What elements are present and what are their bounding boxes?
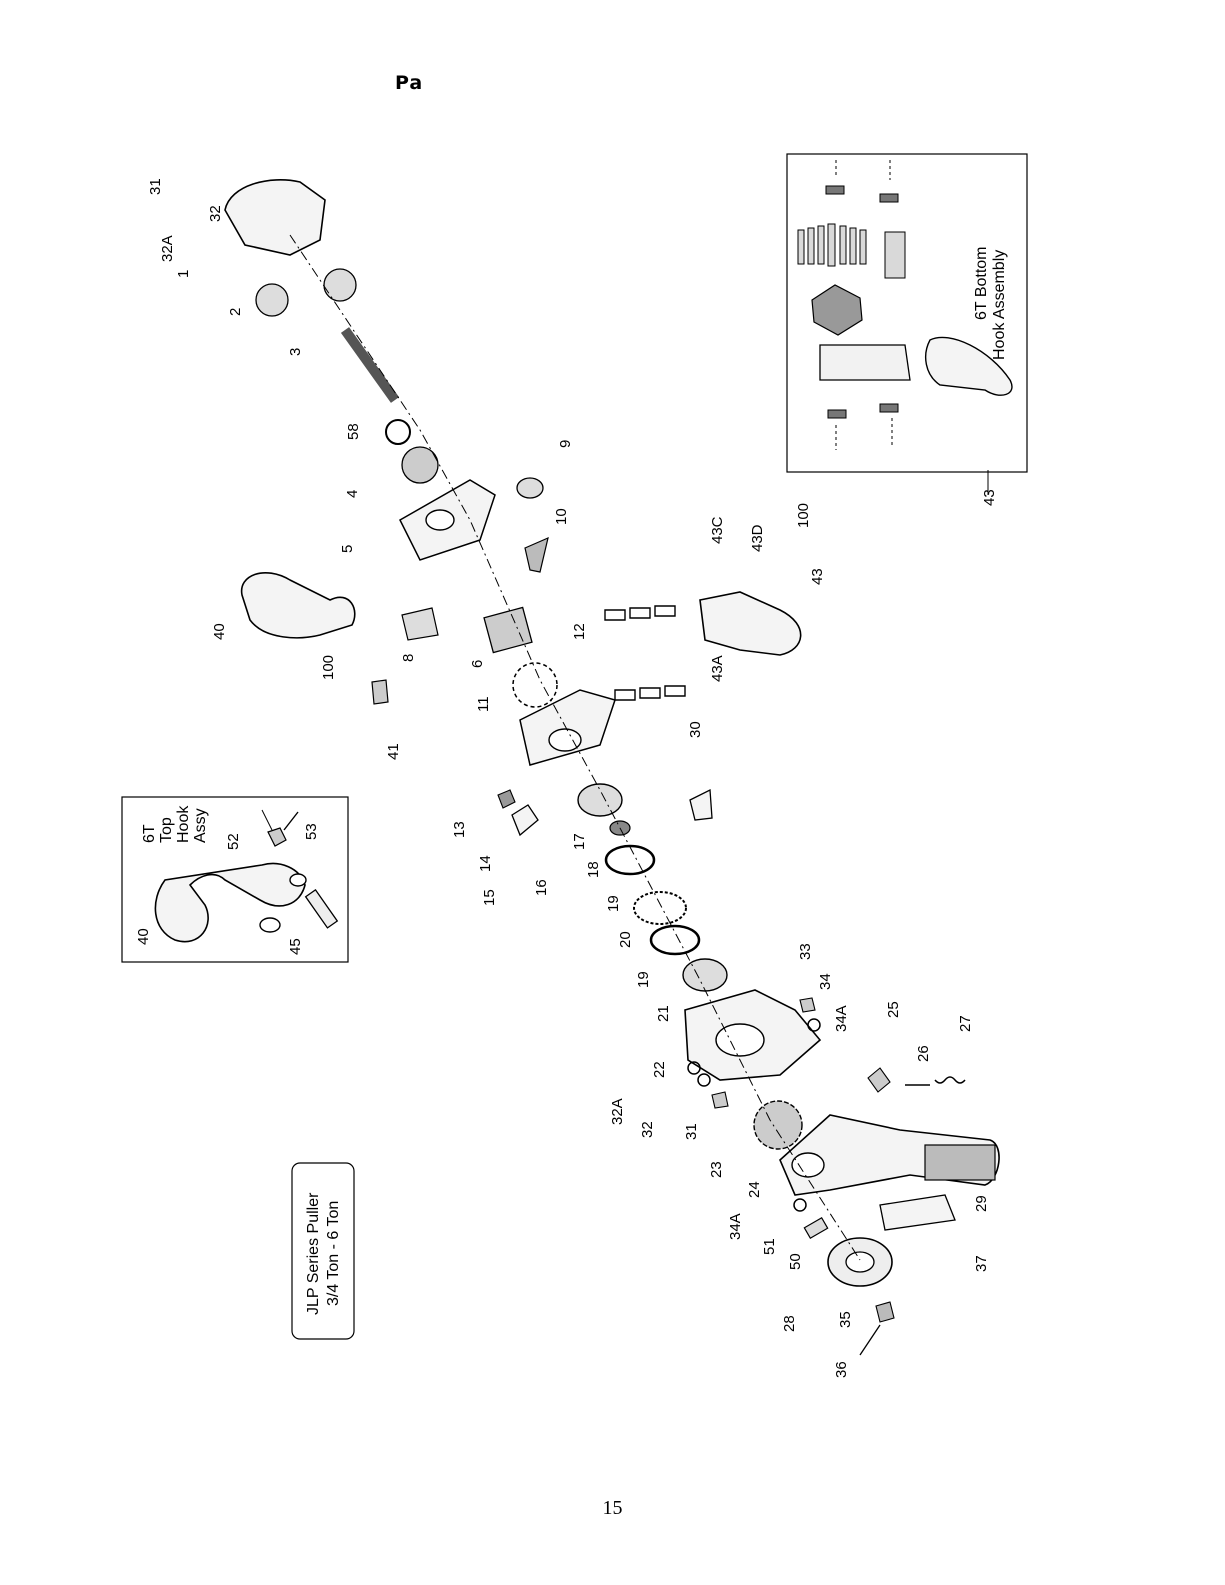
callout-label: 8 (400, 654, 417, 662)
bottom-hook-title-line-1: 6T Bottom (973, 246, 990, 320)
page-number: 15 (0, 1497, 1225, 1520)
callout-label: 17 (571, 833, 588, 850)
callout-label: 29 (973, 1195, 990, 1212)
callout-label: 51 (761, 1238, 778, 1255)
callout-label: 53 (303, 823, 320, 840)
callout-label: 19 (635, 971, 652, 988)
callout-label: 34A (727, 1213, 744, 1240)
callout-label: 100 (795, 503, 812, 528)
callout-label: 10 (553, 508, 570, 525)
callout-label: 27 (957, 1015, 974, 1032)
callout-label: 50 (787, 1253, 804, 1270)
callout-label: 5 (339, 545, 356, 553)
callout-label: 15 (481, 889, 498, 906)
callout-label: 30 (687, 721, 704, 738)
callout-label: 23 (708, 1161, 725, 1178)
series-box: JLP Series Puller 3/4 Ton - 6 Ton (292, 1163, 354, 1339)
series-line-2: 3/4 Ton - 6 Ton (325, 1201, 342, 1306)
callout-label: 34A (833, 1005, 850, 1032)
callout-label: 43C (709, 516, 726, 544)
callout-label: 13 (451, 821, 468, 838)
callout-label: 31 (147, 178, 164, 195)
callout-label: 36 (833, 1361, 850, 1378)
top-hook-inset: 6T Top Hook Assy (122, 797, 348, 962)
callout-label: 100 (320, 655, 337, 680)
callout-label: 20 (617, 931, 634, 948)
callout-label: 19 (605, 895, 622, 912)
callout-label: 4 (344, 490, 361, 498)
callout-label: 6 (469, 660, 486, 668)
callout-label: 43 (809, 568, 826, 585)
callout-label: 33 (797, 943, 814, 960)
callout-label: 25 (885, 1001, 902, 1018)
callout-label: 16 (533, 879, 550, 896)
callout-label: 1 (175, 270, 192, 278)
callout-label: 28 (781, 1315, 798, 1332)
callout-label: 12 (571, 623, 588, 640)
callout-label: 14 (477, 855, 494, 872)
top-hook-drawing (155, 864, 305, 942)
callout-label: 32 (639, 1121, 656, 1138)
callout-label: 58 (345, 423, 362, 440)
callout-label: 32 (207, 205, 224, 222)
callout-label: 31 (683, 1123, 700, 1140)
callout-label: 9 (557, 440, 574, 448)
callout-label: 32A (609, 1098, 626, 1125)
callout-label: 40 (211, 623, 228, 640)
callout-label: 40 (135, 928, 152, 945)
top-hook-title-line-3: Hook (175, 805, 192, 843)
callout-label: 35 (837, 1311, 854, 1328)
callout-label: 34 (817, 973, 834, 990)
callout-label: 11 (475, 696, 492, 712)
callout-label: 37 (973, 1255, 990, 1272)
callout-label: 41 (385, 743, 402, 760)
callout-label: 2 (227, 308, 244, 316)
callout-label: 3 (287, 348, 304, 356)
bottom-hook-inset: 6T Bottom Hook Assembly 43 (787, 154, 1027, 506)
callout-label: 24 (746, 1181, 763, 1198)
bottom-hook-title-line-2: Hook Assembly (991, 250, 1008, 360)
callout-label: 43D (749, 524, 766, 552)
callout-label: 18 (585, 861, 602, 878)
callout-label: 21 (655, 1005, 672, 1022)
callout-label: 26 (915, 1045, 932, 1062)
top-hook-title-line-1: 6T (141, 824, 158, 843)
callout-label: 32A (159, 235, 176, 262)
top-hook-title-line-4: Assy (192, 808, 209, 843)
top-hook-title-line-2: Top (158, 817, 175, 843)
callout-label: 22 (651, 1061, 668, 1078)
series-line-1: JLP Series Puller (305, 1192, 322, 1315)
callout-label: 43A (709, 655, 726, 682)
callout-label: 45 (287, 938, 304, 955)
callout-label: 52 (225, 833, 242, 850)
bottom-hook-callout: 43 (981, 489, 998, 506)
